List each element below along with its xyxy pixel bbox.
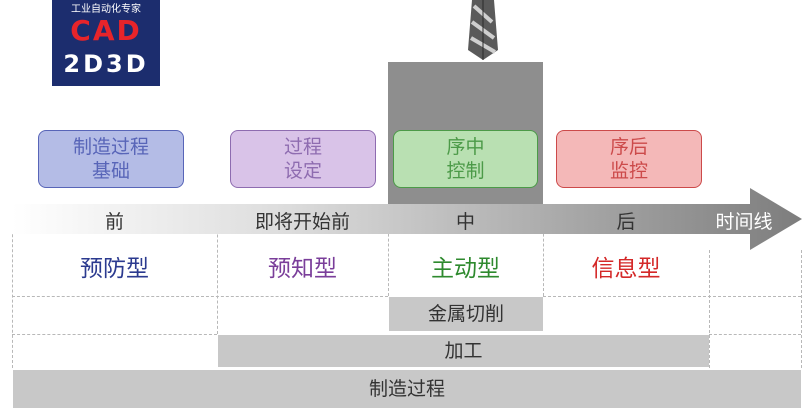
category-in-process-control: 序中控制 — [393, 130, 538, 188]
hline-3 — [12, 334, 217, 335]
category-line1: 序后 — [609, 136, 648, 158]
category-line2: 设定 — [283, 160, 322, 182]
bar-metal-cutting: 金属切削 — [389, 297, 543, 331]
divider-4 — [709, 250, 710, 368]
hline-4 — [709, 334, 801, 335]
stage-about-to-start: 即将开始前 — [254, 211, 350, 233]
category-line2: 控制 — [446, 160, 485, 182]
stage-after: 后 — [616, 211, 636, 233]
divider-left — [12, 204, 13, 368]
hline-1 — [12, 296, 388, 297]
divider-3 — [543, 204, 544, 296]
category-line1: 制造过程 — [72, 136, 149, 158]
type-predictive: 预知型 — [268, 256, 337, 282]
category-line1: 序中 — [446, 136, 485, 158]
divider-1 — [217, 204, 218, 334]
divider-right — [801, 250, 802, 368]
type-active: 主动型 — [431, 256, 500, 282]
bar-machining: 加工 — [218, 335, 709, 367]
category-line2: 监控 — [609, 160, 648, 182]
type-preventive: 预防型 — [80, 256, 149, 282]
category-manufacturing-basis: 制造过程基础 — [38, 130, 184, 188]
category-post-process-monitoring: 序后监控 — [556, 130, 702, 188]
category-line2: 基础 — [91, 160, 130, 182]
logo-cad-text: CAD — [70, 14, 142, 47]
timeline-arrow — [12, 188, 802, 250]
stage-before: 前 — [104, 211, 124, 233]
milling-cutter-icon — [468, 0, 498, 60]
hline-2 — [543, 296, 801, 297]
type-informative: 信息型 — [591, 256, 661, 282]
logo-tagline: 工业自动化专家 — [71, 4, 141, 15]
category-process-setup: 过程设定 — [230, 130, 376, 188]
cad2d3d-logo: 工业自动化专家 CAD 2D3D — [52, 0, 160, 86]
logo-2d3d-text: 2D3D — [63, 50, 149, 78]
divider-2 — [388, 204, 389, 296]
category-line1: 过程 — [283, 136, 322, 158]
bar-manufacturing-process: 制造过程 — [13, 370, 801, 408]
stage-during: 中 — [455, 211, 475, 233]
timeline-label: 时间线 — [715, 211, 773, 233]
